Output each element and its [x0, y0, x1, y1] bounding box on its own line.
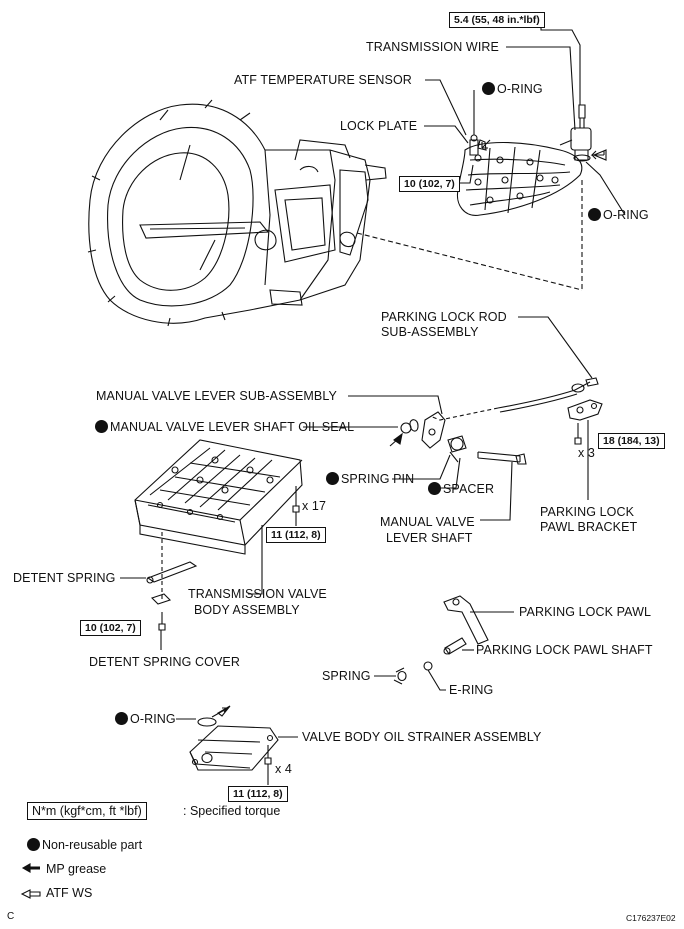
label-transmission-wire: TRANSMISSION WIRE [366, 40, 499, 54]
atf-ws-arrow-strainer-icon [211, 707, 229, 718]
label-o-ring-top: O-RING [482, 82, 543, 96]
leader-transmission-valve-body [248, 525, 263, 595]
label-parking-lock-rod: PARKING LOCK ROD [381, 310, 507, 324]
label-parking-lock-pawl-bracket: PARKING LOCK [540, 505, 635, 519]
label-detent-spring: DETENT SPRING [13, 571, 116, 585]
corner-letter: C [7, 911, 15, 922]
label-manual-valve-lever-shaft: MANUAL VALVE [380, 515, 475, 529]
transmission-wire-illustration [456, 104, 592, 216]
leader-manual-valve-lever-shaft [480, 461, 513, 521]
torque-valve-body: 11 (112, 8) [266, 527, 326, 543]
label-spring-pin: SPRING PIN [326, 472, 414, 486]
leader-lock-plate [424, 125, 469, 144]
parking-lock-pawl-bracket-illustration [567, 399, 603, 445]
transmission-housing-illustration [87, 99, 387, 327]
label-detent-spring-cover: DETENT SPRING COVER [89, 655, 240, 669]
label-transmission-valve-body-2: BODY ASSEMBLY [194, 603, 300, 617]
manual-valve-lever-illustration [400, 411, 527, 465]
label-parking-bracket-qty: x 3 [578, 446, 595, 460]
label-parking-lock-pawl: PARKING LOCK PAWL [519, 605, 652, 619]
label-parking-lock-rod-2: SUB-ASSEMBLY [381, 325, 479, 339]
valve-body-illustration [134, 439, 303, 555]
label-valve-body-oil-strainer: VALVE BODY OIL STRAINER ASSEMBLY [302, 730, 542, 744]
label-valve-body-qty: x 17 [302, 499, 327, 513]
legend-atf-ws-icon [20, 889, 31, 899]
non-reusable-dot-icon [95, 420, 108, 433]
label-lock-plate: LOCK PLATE [340, 119, 418, 133]
leader-e-ring [427, 669, 446, 691]
torque-transmission-wire: 5.4 (55, 48 in.*lbf) [449, 12, 545, 28]
label-o-ring-strainer: O-RING [115, 712, 176, 726]
housing-to-harness-dashed-line [356, 232, 583, 291]
label-manual-valve-lever-shaft-2: LEVER SHAFT [386, 531, 473, 545]
legend-non-reusable: Non-reusable part [27, 838, 142, 852]
label-o-ring-right: O-RING [588, 208, 649, 222]
leader-atf-temp-sensor [425, 79, 467, 136]
label-manual-valve-lever-sub-assembly: MANUAL VALVE LEVER SUB-ASSEMBLY [96, 389, 337, 403]
parking-lock-pawl-illustration [393, 595, 489, 685]
leader-spacer [440, 457, 461, 489]
leader-parking-lock-rod [518, 316, 593, 379]
legend-atf-ws: ATF WS [46, 886, 93, 900]
leader-transmission-wire-torque [540, 20, 581, 105]
label-transmission-valve-body: TRANSMISSION VALVE [188, 587, 327, 601]
oil-strainer-illustration [189, 717, 279, 771]
non-reusable-dot-icon [326, 472, 339, 485]
label-strainer-qty: x 4 [275, 762, 292, 776]
torque-strainer: 11 (112, 8) [228, 786, 288, 802]
non-reusable-dot-icon [482, 82, 495, 95]
legend-mp-grease: MP grease [46, 862, 107, 876]
leader-manual-valve-lever [348, 395, 443, 415]
detent-spring-illustration [146, 561, 198, 584]
non-reusable-dot-icon [428, 482, 441, 495]
label-e-ring: E-RING [449, 683, 494, 697]
label-atf-temperature-sensor: ATF TEMPERATURE SENSOR [234, 73, 412, 87]
legend-torque-box: N*m (kgf*cm, ft *lbf) [27, 802, 147, 820]
label-spacer: SPACER [428, 482, 494, 496]
leader-spring-pin [392, 454, 451, 480]
torque-parking-bracket: 18 (184, 13) [598, 433, 665, 449]
atf-ws-arrow-icon [481, 139, 491, 149]
torque-detent-cover: 10 (102, 7) [80, 620, 141, 636]
detent-spring-cover-illustration [150, 593, 172, 631]
parking-lock-rod-illustration [429, 377, 599, 421]
legend-torque-text: : Specified torque [183, 804, 281, 818]
leader-o-ring-right [585, 161, 626, 216]
legend-mp-grease-icon [21, 863, 31, 873]
leader-transmission-wire [506, 46, 576, 131]
label-parking-lock-pawl-bracket-2: PAWL BRACKET [540, 520, 638, 534]
torque-lock-plate: 10 (102, 7) [399, 176, 460, 192]
leader-lock-plate-torque [459, 164, 474, 184]
non-reusable-dot-icon [588, 208, 601, 221]
drawing-code: C176237E02 [626, 913, 676, 923]
label-parking-lock-pawl-shaft: PARKING LOCK PAWL SHAFT [476, 643, 653, 657]
label-manual-valve-lever-shaft-oil-seal: MANUAL VALVE LEVER SHAFT OIL SEAL [95, 420, 354, 434]
non-reusable-dot-icon [115, 712, 128, 725]
label-spring: SPRING [322, 669, 371, 683]
legend-non-reusable-dot-icon [27, 838, 40, 851]
